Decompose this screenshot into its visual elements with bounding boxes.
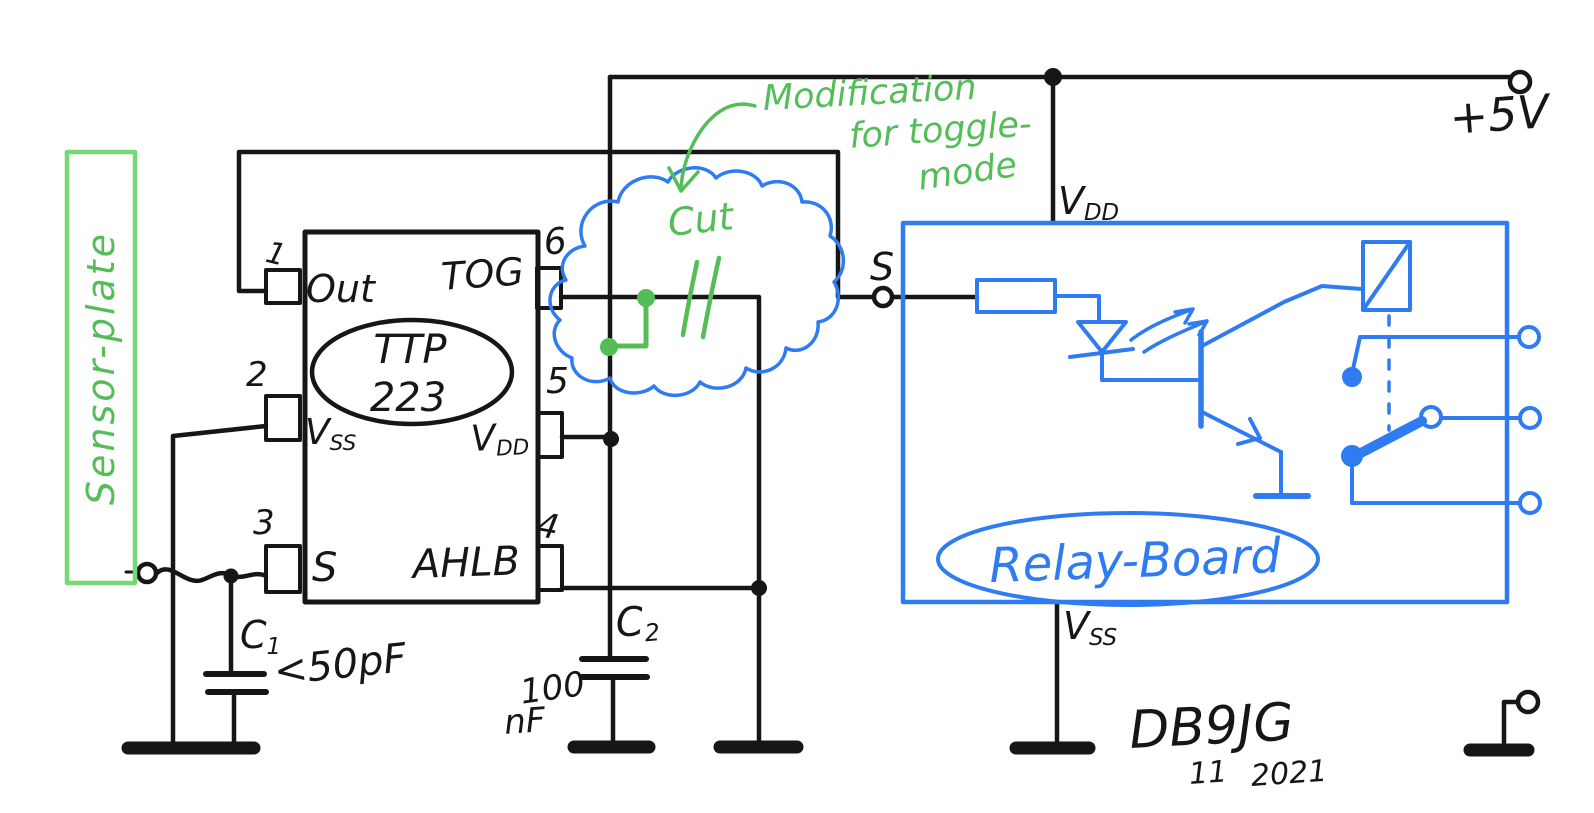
signature-callsign: DB9JG — [1127, 692, 1296, 761]
c1-ref: C1 — [240, 613, 281, 659]
light-arrow-icon-1 — [1129, 307, 1195, 342]
ttp223-ic — [264, 229, 564, 605]
wire-contact-common — [1350, 454, 1521, 505]
terminal-contact-2 — [1518, 406, 1542, 430]
pin5-label-sub: DD — [495, 434, 530, 462]
junction-dot-vdd-pin5 — [603, 431, 619, 447]
pin6-number: 6 — [541, 220, 569, 264]
relay-vdd-main: V — [1058, 179, 1084, 223]
supply-label: +5V — [1447, 84, 1551, 145]
ground-symbols — [121, 740, 1535, 757]
sensor-plate-label: Sensor-plate — [79, 230, 123, 506]
jumper-wire — [607, 295, 649, 349]
pin2-label-main: V — [305, 412, 330, 453]
pin1-label: Out — [306, 267, 375, 311]
ic-name-line1: TTP — [373, 327, 447, 373]
pin5-number: 5 — [546, 361, 569, 402]
transistor-emitter — [1200, 410, 1283, 454]
junction-dot-c1 — [223, 568, 239, 584]
emitter-arrow-icon — [1236, 417, 1262, 446]
pin3-label: S — [312, 545, 338, 591]
optocoupler-led-icon — [1076, 320, 1128, 354]
relay-vss-main: V — [1063, 604, 1089, 648]
jumper-dot-tog — [637, 289, 655, 307]
pin6-label: TOG — [439, 249, 526, 299]
sensor-plate-outline — [64, 149, 138, 586]
contact-nc — [1351, 335, 1520, 371]
terminal-s-input — [871, 285, 895, 309]
pin6-box — [535, 266, 563, 310]
pin3-number: 3 — [253, 503, 275, 543]
pin2-number: 2 — [246, 355, 268, 395]
contact-armature-bar — [1352, 416, 1427, 460]
relay-vss-sub: SS — [1089, 625, 1118, 652]
cut-slash-2 — [700, 255, 722, 340]
wire-sensor-to-pin3 — [154, 567, 269, 584]
pin5-box — [536, 411, 564, 459]
wire-out-to-s — [236, 149, 876, 300]
wire-led-to-base — [1100, 350, 1202, 382]
relay-board-drawing — [900, 220, 1542, 607]
pin4-label: AHLB — [411, 538, 521, 588]
relay-input-label: S — [870, 245, 895, 289]
input-resistor — [975, 278, 1057, 314]
pin2-label: VSS — [305, 412, 356, 455]
ic-name-ellipse — [309, 317, 515, 427]
terminal-contact-1 — [1517, 325, 1541, 349]
wire-spare-terminal — [1501, 699, 1521, 749]
pin4-box — [536, 544, 564, 592]
terminal-5v — [1507, 69, 1533, 95]
wire-resistor-to-led — [1053, 294, 1101, 324]
pin5-label-main: V — [469, 417, 497, 460]
c1-ref-sub: 1 — [266, 634, 282, 661]
junctions-terminals — [135, 68, 1541, 715]
cut-label: Cut — [665, 194, 736, 245]
c2-ref: C2 — [613, 598, 662, 648]
cut-cloud-outline — [548, 166, 845, 397]
pin2-label-sub: SS — [329, 431, 357, 457]
relay-coil-icon — [1361, 240, 1412, 312]
relay-board-title: Relay-Board — [988, 527, 1282, 595]
contact-nc-dot — [1342, 367, 1362, 387]
capacitor-plates — [203, 656, 650, 695]
ic-name-line2: 223 — [369, 375, 447, 421]
c2-ref-sub: 2 — [643, 617, 662, 648]
terminal-contact-3 — [1518, 491, 1542, 515]
relay-vdd-label: VDD — [1058, 179, 1119, 225]
relay-vdd-sub: DD — [1084, 200, 1120, 227]
jumper-dot-vdd — [600, 338, 618, 356]
black-wires — [124, 74, 1521, 749]
pin3-box — [264, 544, 302, 594]
c2-value-line2: nF — [502, 700, 547, 743]
modification-arrow-icon — [667, 102, 757, 193]
terminal-spare — [1515, 689, 1541, 715]
signature-month: 11 — [1187, 754, 1229, 792]
transistor-collector — [1200, 284, 1364, 348]
pin5-label: VDD — [469, 417, 530, 462]
terminal-sensor — [135, 561, 159, 585]
c2-ref-main: C — [613, 598, 646, 647]
relay-title-ellipse — [936, 511, 1320, 607]
relay-vss-label: VSS — [1063, 604, 1117, 650]
junction-dot-ahlb — [751, 580, 767, 596]
pin1-box — [264, 268, 302, 305]
wire-vss-to-ground — [170, 423, 269, 745]
junction-dot-5v — [1044, 68, 1062, 86]
pin2-box — [264, 394, 302, 442]
cut-slash-1 — [680, 259, 700, 338]
c1-ref-main: C — [240, 613, 267, 657]
relay-coil-diagonal — [1361, 240, 1412, 312]
signature-year: 2021 — [1249, 753, 1329, 794]
green-annotations — [600, 102, 757, 356]
